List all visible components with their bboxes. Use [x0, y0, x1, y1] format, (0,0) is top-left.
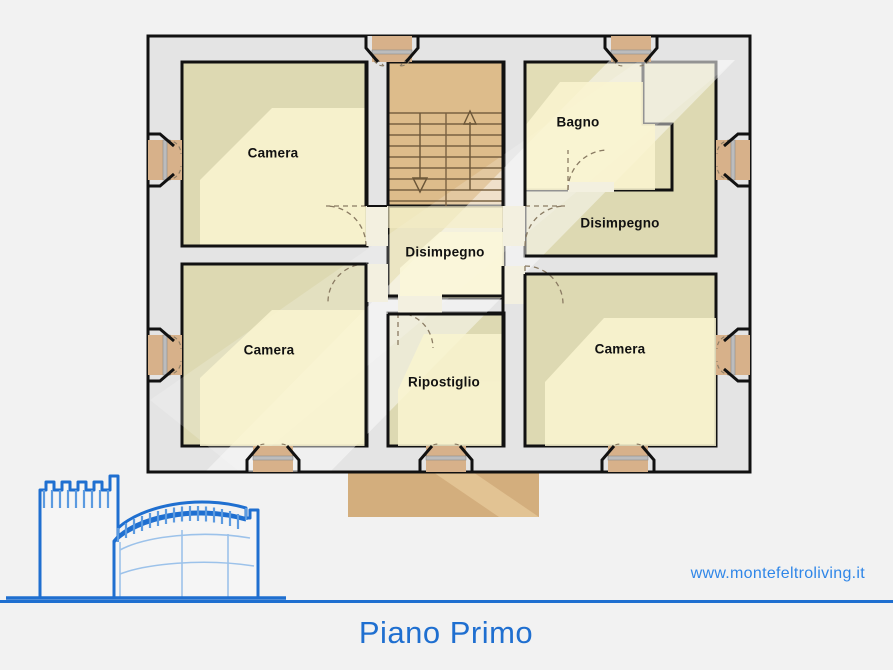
- window-top-2: [603, 36, 659, 67]
- windows: [148, 36, 750, 472]
- staircase: [388, 109, 504, 206]
- door-disimpegno-right-upper: [503, 205, 566, 247]
- window-bottom-2: [418, 443, 474, 472]
- castle-logo-svg: [6, 474, 286, 600]
- wall-outlines: [146, 34, 752, 474]
- page-title: Piano Primo: [358, 615, 534, 650]
- door-bagno: [567, 149, 614, 192]
- window-bottom-1: [245, 443, 301, 472]
- doors: [325, 149, 614, 349]
- door-ripostiglio: [397, 296, 442, 349]
- montefeltro-castle-logo: [6, 446, 286, 602]
- footer-divider: [0, 600, 893, 603]
- terrace-extension: [348, 470, 539, 517]
- window-right-2: [716, 327, 750, 383]
- interior-walls: [148, 36, 750, 472]
- stair-up-arrow: [462, 109, 478, 190]
- window-left-1: [148, 132, 182, 188]
- window-top-1: [364, 36, 420, 67]
- door-camera-top-left: [325, 205, 388, 247]
- site-url-link[interactable]: www.montefeltroliving.it: [690, 565, 865, 582]
- window-right-1: [716, 132, 750, 188]
- room-highlights: [200, 82, 716, 446]
- stair-down-arrow: [411, 113, 429, 194]
- window-bottom-3: [600, 443, 656, 472]
- window-left-2: [148, 327, 182, 383]
